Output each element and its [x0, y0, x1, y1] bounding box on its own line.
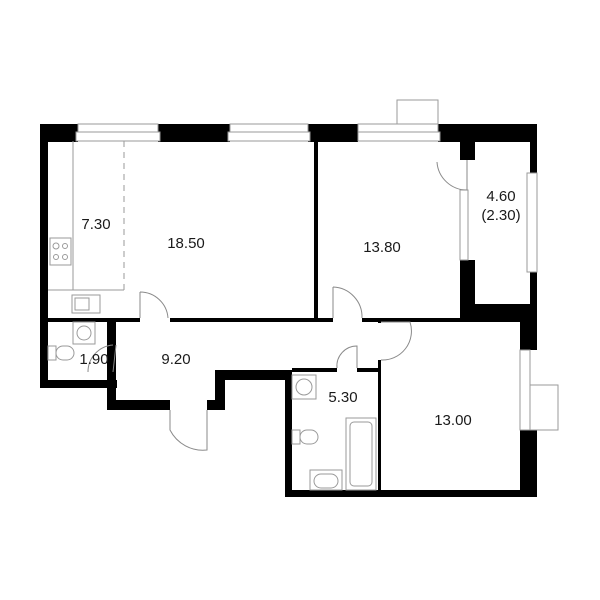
hallway-area: 9.20: [161, 351, 190, 368]
bath-sink-icon: [309, 469, 343, 491]
wc-sink-icon: [72, 321, 96, 345]
balcony-reduced-area: (2.30): [481, 207, 520, 224]
toilet-icon-bath: [291, 429, 319, 445]
exterior-walls: [40, 124, 537, 497]
washer-icon: [291, 374, 317, 400]
windows: [75, 99, 559, 431]
bathtub-icon: [345, 417, 377, 491]
interior-walls: [47, 141, 522, 492]
bedroom-2-area: 13.00: [434, 412, 472, 429]
bedroom-1-area: 13.80: [363, 239, 401, 256]
doors: [87, 160, 468, 451]
wc-area: 1.90: [79, 351, 108, 368]
living-room-area: 18.50: [167, 235, 205, 252]
toilet-icon: [47, 345, 75, 361]
stove-icon: [49, 237, 72, 266]
balcony-area: 4.60: [486, 188, 515, 205]
kitchen-area: 7.30: [81, 216, 110, 233]
fixtures: [47, 141, 377, 491]
room-labels: 7.30 18.50 13.80 4.60 (2.30) 1.90 9.20 5…: [79, 188, 520, 429]
kitchen-sink-icon: [71, 294, 101, 314]
bathroom-area: 5.30: [328, 389, 357, 406]
